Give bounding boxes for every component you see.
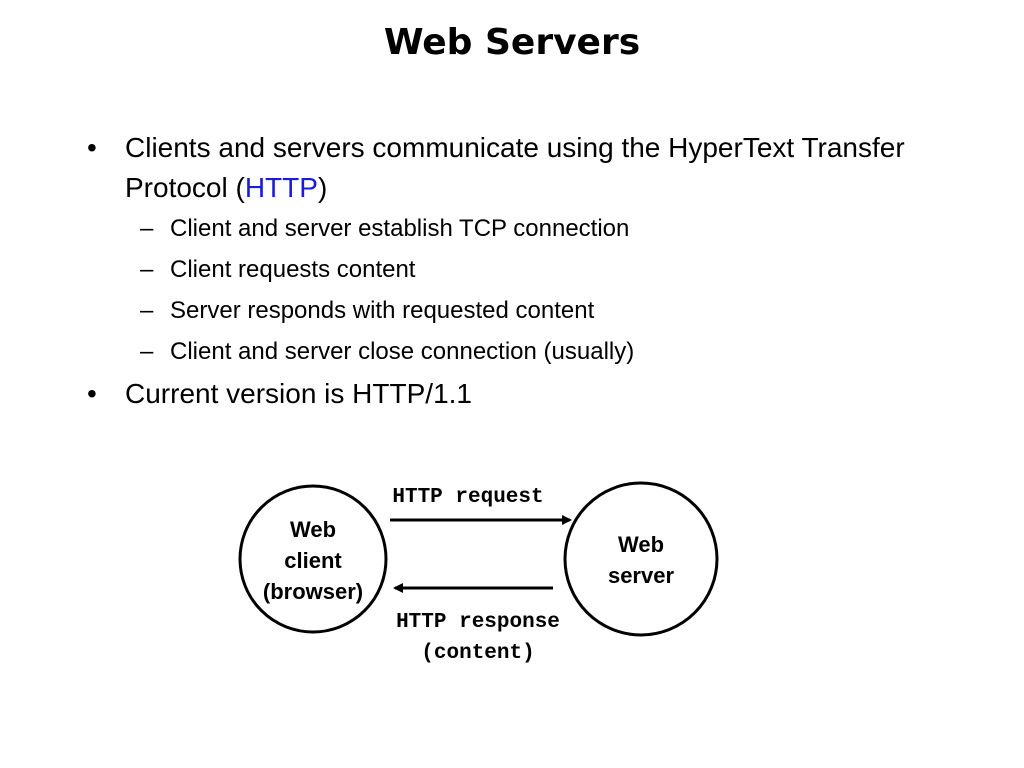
client-circle bbox=[238, 484, 388, 634]
bullet-item: • Current version is HTTP/1.1 bbox=[85, 374, 985, 414]
bullet-dot-icon: • bbox=[87, 378, 97, 409]
server-label-line: Web bbox=[617, 532, 665, 557]
client-label-line: Web bbox=[289, 517, 337, 542]
sub-bullet-text: Client and server close connection (usua… bbox=[170, 338, 635, 365]
client-label-line: client bbox=[284, 548, 342, 573]
dash-icon: – bbox=[140, 338, 154, 365]
bullet-list: • Clients and servers communicate using … bbox=[85, 128, 985, 414]
slide-title: Web Servers bbox=[383, 22, 641, 63]
dash-icon: – bbox=[140, 297, 154, 324]
server-circle bbox=[563, 481, 719, 637]
bullet-text: Current version is HTTP/1.1 bbox=[125, 378, 472, 409]
bullet-text: Clients and servers communicate using th… bbox=[125, 132, 905, 203]
dash-icon: – bbox=[140, 215, 154, 242]
sub-bullet-item: – Client and server close connection (us… bbox=[85, 331, 985, 372]
sub-bullet-item: – Server responds with requested content bbox=[85, 290, 985, 331]
server-label-line: server bbox=[607, 563, 675, 588]
sub-bullet-text: Client requests content bbox=[170, 256, 416, 283]
sub-bullet-item: – Client and server establish TCP connec… bbox=[85, 208, 985, 249]
server-label: Web server bbox=[571, 529, 711, 591]
client-label-line: (browser) bbox=[262, 579, 364, 604]
request-label: HTTP request bbox=[392, 486, 544, 509]
sub-bullet-item: – Client requests content bbox=[85, 249, 985, 290]
response-sublabel: (content) bbox=[421, 642, 535, 665]
client-label: Web client (browser) bbox=[243, 514, 383, 607]
bullet-text-end: ) bbox=[317, 172, 328, 203]
bullet-dot-icon: • bbox=[87, 132, 97, 163]
sub-bullet-text: Server responds with requested content bbox=[170, 297, 595, 324]
http-highlight: HTTP bbox=[244, 172, 318, 203]
sub-bullet-text: Client and server establish TCP connecti… bbox=[170, 215, 630, 242]
bullet-item: • Clients and servers communicate using … bbox=[85, 128, 985, 208]
response-label: HTTP response bbox=[396, 611, 560, 634]
dash-icon: – bbox=[140, 256, 154, 283]
